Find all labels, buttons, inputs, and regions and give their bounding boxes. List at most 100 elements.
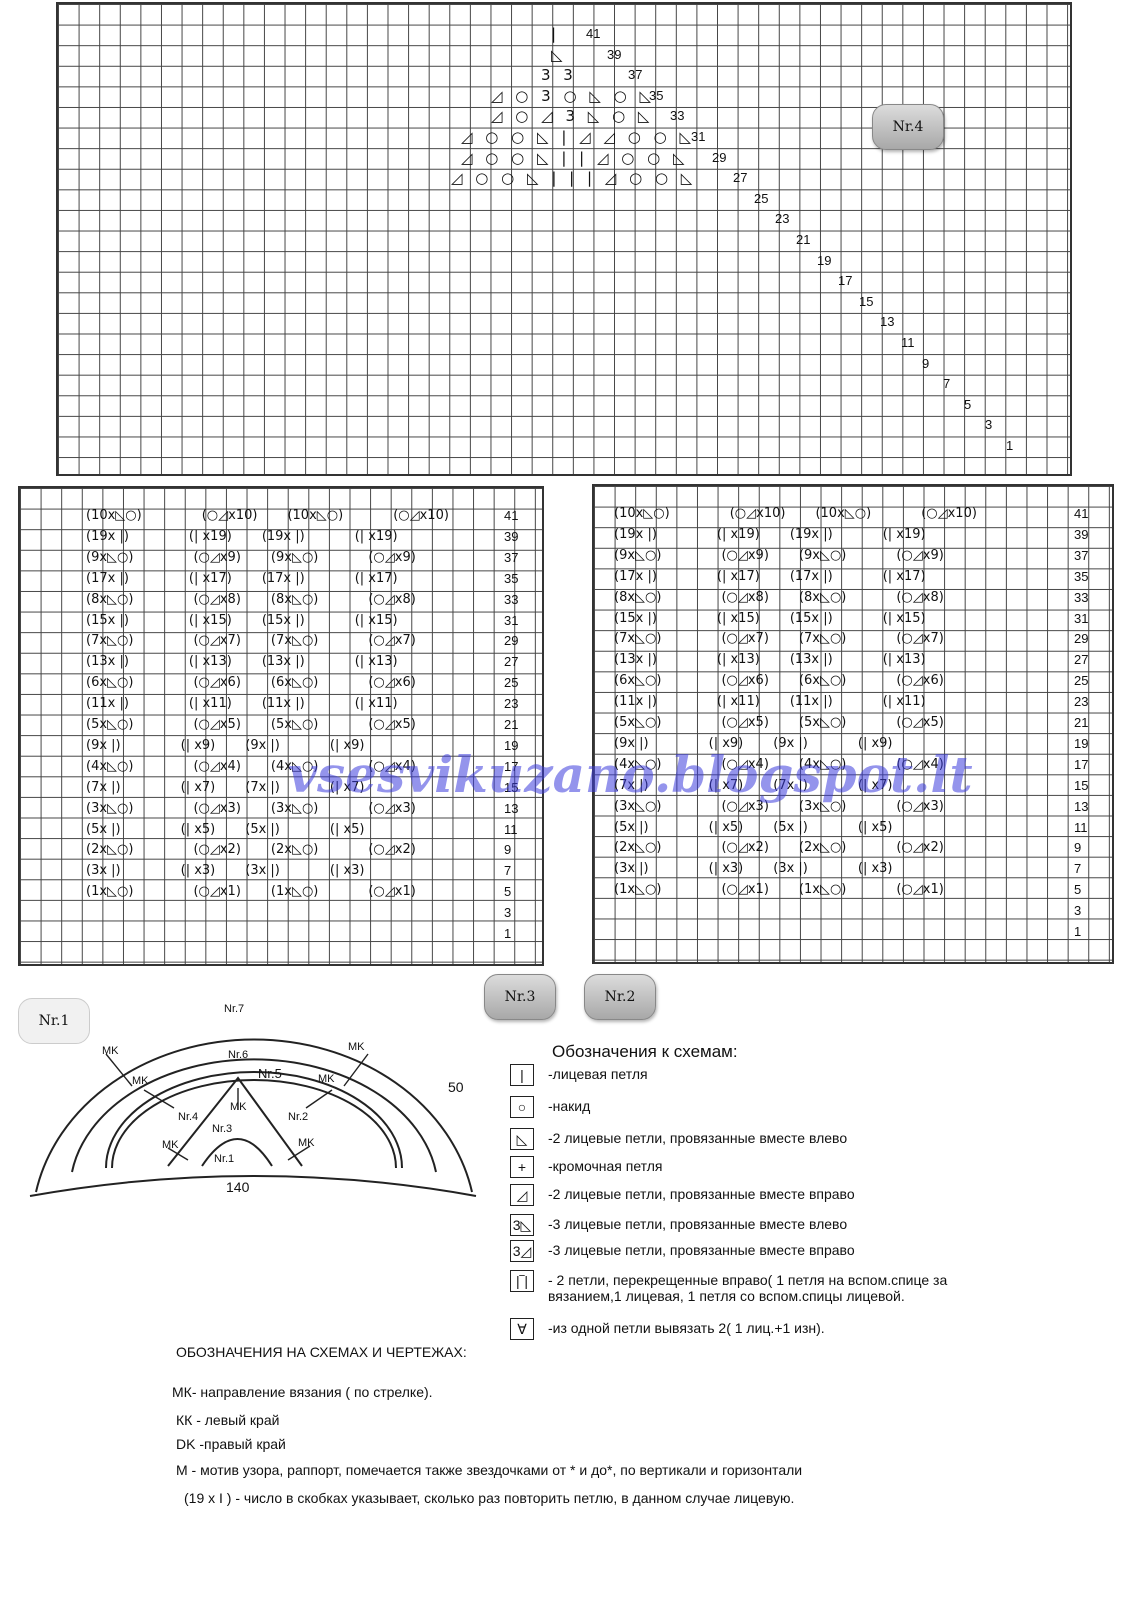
nr4-pattern-row: ◺: [551, 45, 567, 65]
nr4-row-number: 5: [964, 397, 971, 412]
nr3-repeat-right: (○◿x8): [193, 592, 240, 607]
nr2-pattern-row: (6x◺○)(○◿x6)(6x◺○)(○◿x6): [614, 671, 944, 691]
nr3-repeat-right: (○◿x10): [202, 508, 258, 523]
nr3-repeat-right: (| x7): [181, 780, 216, 795]
nr3-repeat-right-2: (○◿x9): [368, 550, 415, 565]
nr2-pattern-row: (5x◺○)(○◿x5)(5x◺○)(○◿x5): [614, 713, 944, 733]
nr2-pattern-row: (8x◺○)(○◿x8)(8x◺○)(○◿x8): [614, 588, 944, 608]
legend-item-text: -накид: [548, 1096, 1018, 1114]
nr3-repeat-right-2: (○◿x10): [393, 508, 449, 523]
note-mk: МК- направление вязания ( по стрелке).: [172, 1384, 433, 1400]
note-dk: DK -правый край: [176, 1436, 286, 1452]
nr2-repeat-right: (| x13): [717, 652, 760, 667]
nr3-row-number: 25: [504, 675, 518, 690]
nr2-repeat-right-2: (○◿x8): [896, 590, 943, 605]
nr2-repeat-left: (9x◺○): [614, 548, 661, 563]
label-nr3: Nr.3: [212, 1123, 232, 1135]
nr2-row-number: 9: [1074, 840, 1081, 855]
nr3-repeat-right-2: (| x13): [355, 654, 398, 669]
nr4-row-number: 29: [712, 150, 726, 165]
nr3-repeat-right-2: (| x15): [355, 613, 398, 628]
nr4-row-number: 3: [985, 417, 992, 432]
nr3-repeat-left: (3x◺○): [86, 801, 133, 816]
nr2-repeat-right-2: (○◿x6): [896, 673, 943, 688]
nr3-row-number: 31: [504, 613, 518, 628]
label-mk-4: MK: [318, 1073, 335, 1085]
nr2-repeat-right-2: (○◿x5): [896, 715, 943, 730]
legend-item-text: -2 лицевые петли, провязанные вместе впр…: [548, 1184, 1018, 1202]
chart-nr3: 4139373533312927252321191715131197531 (1…: [18, 486, 544, 966]
nr3-repeat-left-2: (7x◺○): [271, 633, 318, 648]
nr3-row-number: 21: [504, 717, 518, 732]
nr3-repeat-right: (○◿x2): [193, 842, 240, 857]
legend-item-text: -кромочная петля: [548, 1156, 1018, 1174]
legend-item-text: -лицевая петля: [548, 1064, 1018, 1082]
nr2-repeat-left-2: (17x |): [790, 569, 833, 584]
nr3-repeat-right: (| x15): [189, 613, 232, 628]
legend-item: +-кромочная петля: [510, 1156, 1018, 1178]
shawl-diagram: Nr.7 Nr.6 Nr.5 Nr.4 Nr.3 Nr.2 Nr.1 MK MK…: [26, 996, 496, 1206]
nr3-pattern-row: (19x |)(| x19)(19x |)(| x19): [86, 527, 398, 547]
nr4-pattern-row: ◿ ○ 3 ○ ◺ ○ ◺: [491, 86, 655, 106]
label-nr7: Nr.7: [224, 1003, 244, 1015]
legend-title: Обозначения к схемам:: [552, 1042, 738, 1062]
note-m: М - мотив узора, раппорт, помечается так…: [176, 1462, 802, 1478]
nr3-row-number: 23: [504, 696, 518, 711]
nr3-repeat-right-2: (○◿x6): [368, 675, 415, 690]
nr2-repeat-left: (6x◺○): [614, 673, 661, 688]
nr4-row-number: 27: [733, 170, 747, 185]
stitch-symbol-icon: ◿: [510, 1184, 534, 1206]
nr4-row-number: 21: [796, 232, 810, 247]
badge-nr2: Nr.2: [584, 974, 656, 1020]
nr2-row-number: 33: [1074, 590, 1088, 605]
nr3-row-number: 29: [504, 633, 518, 648]
legend-item-text: -2 лицевые петли, провязанные вместе вле…: [548, 1128, 1018, 1146]
label-mk-5: MK: [230, 1101, 247, 1113]
nr3-pattern-row: (5x◺○)(○◿x5)(5x◺○)(○◿x5): [86, 715, 416, 735]
nr2-repeat-left-2: (10x◺○): [815, 506, 871, 521]
nr2-pattern-row: (2x◺○)(○◿x2)(2x◺○)(○◿x2): [614, 838, 944, 858]
nr3-repeat-right-2: (| x5): [330, 822, 365, 837]
nr3-repeat-right-2: (○◿x2): [368, 842, 415, 857]
stitch-symbol-icon: |‾|: [510, 1270, 534, 1292]
nr4-row-number: 41: [586, 26, 600, 41]
nr3-repeat-left-2: (8x◺○): [271, 592, 318, 607]
nr3-row-number: 35: [504, 571, 518, 586]
legend-item-text: -из одной петли вывязать 2( 1 лиц.+1 изн…: [548, 1318, 1018, 1336]
nr2-repeat-left-2: (5x◺○): [799, 715, 846, 730]
nr3-row-number: 7: [504, 863, 511, 878]
nr3-repeat-left-2: (11x |): [262, 696, 305, 711]
nr2-row-number: 5: [1074, 882, 1081, 897]
stitch-symbol-icon: ∀: [510, 1318, 534, 1340]
nr2-repeat-right-2: (○◿x1): [896, 882, 943, 897]
nr2-repeat-right-2: (○◿x7): [896, 631, 943, 646]
nr2-repeat-left: (1x◺○): [614, 882, 661, 897]
nr2-repeat-right: (| x19): [717, 527, 760, 542]
notes-title: ОБОЗНАЧЕНИЯ НА СХЕМАХ И ЧЕРТЕЖАХ:: [176, 1344, 467, 1360]
nr2-repeat-left: (11x |): [614, 694, 657, 709]
nr3-repeat-left-2: (15x |): [262, 613, 305, 628]
nr2-pattern-row: (17x |)(| x17)(17x |)(| x17): [614, 567, 926, 587]
stitch-symbol-icon: 3◿: [510, 1240, 534, 1262]
stitch-symbol-icon: |: [510, 1064, 534, 1086]
label-nr6: Nr.6: [228, 1049, 248, 1061]
nr2-pattern-row: (11x |)(| x11)(11x |)(| x11): [614, 692, 926, 712]
nr3-row-number: 37: [504, 550, 518, 565]
nr2-pattern-row: (13x |)(| x13)(13x |)(| x13): [614, 650, 926, 670]
nr2-row-number: 3: [1074, 903, 1081, 918]
nr2-repeat-left: (13x |): [614, 652, 657, 667]
nr3-repeat-right: (○◿x9): [193, 550, 240, 565]
nr2-row-number: 1: [1074, 924, 1081, 939]
note-repeat: (19 x I ) - число в скобках указывает, с…: [184, 1490, 794, 1506]
dim-height: 50: [448, 1079, 464, 1095]
nr2-pattern-row: (19x |)(| x19)(19x |)(| x19): [614, 525, 926, 545]
nr4-row-number: 37: [628, 67, 642, 82]
nr2-repeat-right-2: (○◿x10): [921, 506, 977, 521]
nr3-pattern-row: (10x◺○)(○◿x10)(10x◺○)(○◿x10): [86, 506, 449, 526]
nr2-repeat-right: (○◿x7): [721, 631, 768, 646]
nr2-row-number: 19: [1074, 736, 1088, 751]
nr2-repeat-left-2: (8x◺○): [799, 590, 846, 605]
nr3-pattern-row: (1x◺○)(○◿x1)(1x◺○)(○◿x1): [86, 882, 416, 902]
nr3-repeat-left: (19x |): [86, 529, 129, 544]
nr3-row-number: 5: [504, 884, 511, 899]
